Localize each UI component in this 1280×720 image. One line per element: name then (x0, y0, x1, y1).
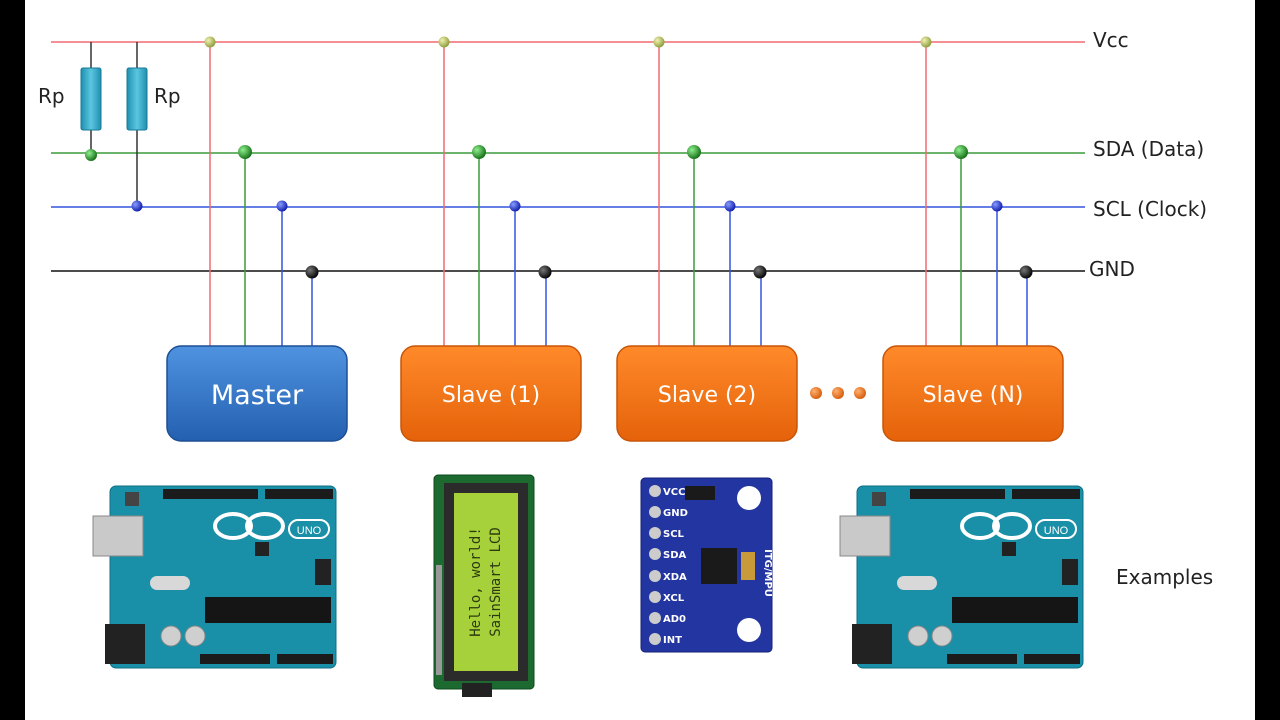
slave2-wires (653, 36, 767, 346)
i2c-diagram: Vcc SDA (Data) SCL (Clock) GND Rp Rp (25, 0, 1255, 720)
mpu-pin-sda: SDA (663, 550, 687, 561)
mpu-pin-int: INT (663, 635, 682, 646)
diagram-canvas: Vcc SDA (Data) SCL (Clock) GND Rp Rp (38, 28, 1213, 697)
slave1-label: Slave (1) (442, 383, 540, 408)
mpu-pin-xcl: XCL (663, 593, 685, 604)
master-wires (204, 36, 319, 346)
slave2-box: Slave (2) (616, 345, 798, 442)
uno-logo-text-2: UNO (1044, 525, 1069, 537)
sda-label: SDA (Data) (1093, 137, 1204, 161)
lcd-module: Hello, world! SainSmart LCD (433, 474, 535, 697)
rp-label-1: Rp (38, 84, 65, 108)
master-box: Master (166, 345, 348, 442)
mpu-pin-xda: XDA (663, 572, 687, 583)
pullup-resistor-scl: Rp (126, 42, 181, 212)
slaveN-label: Slave (N) (923, 383, 1024, 408)
mpu-pin-list: VCC GND SCL SDA XDA XCL AD0 INT (649, 485, 688, 646)
arduino-uno-board-2: UNO (839, 485, 1084, 669)
slaveN-box: Slave (N) (882, 345, 1064, 442)
slave2-label: Slave (2) (658, 383, 756, 408)
mpu-pin-scl: SCL (663, 529, 685, 540)
slave1-wires (438, 36, 552, 346)
mpu-pin-vcc: VCC (663, 487, 685, 498)
rp-label-2: Rp (154, 84, 181, 108)
uno-logo-text-1: UNO (297, 525, 322, 537)
gnd-label: GND (1089, 257, 1135, 281)
scl-label: SCL (Clock) (1093, 197, 1207, 221)
mpu-chip-label: ITG/MPU (762, 549, 773, 597)
ellipsis-dots (810, 387, 866, 399)
master-label: Master (211, 380, 304, 411)
mpu-pin-ad0: AD0 (663, 614, 686, 625)
mpu-sensor-board: VCC GND SCL SDA XDA XCL AD0 INT ITG/MPU (640, 477, 773, 653)
lcd-line-2: SainSmart LCD (488, 527, 504, 637)
examples-label: Examples (1116, 565, 1213, 589)
pullup-resistor-sda: Rp (38, 42, 102, 161)
arduino-uno-board-1: UNO (92, 485, 337, 669)
vcc-label: Vcc (1093, 28, 1129, 52)
slave1-box: Slave (1) (400, 345, 582, 442)
slaveN-wires (920, 36, 1033, 346)
lcd-line-1: Hello, world! (468, 527, 484, 637)
mpu-pin-gnd: GND (663, 508, 688, 519)
